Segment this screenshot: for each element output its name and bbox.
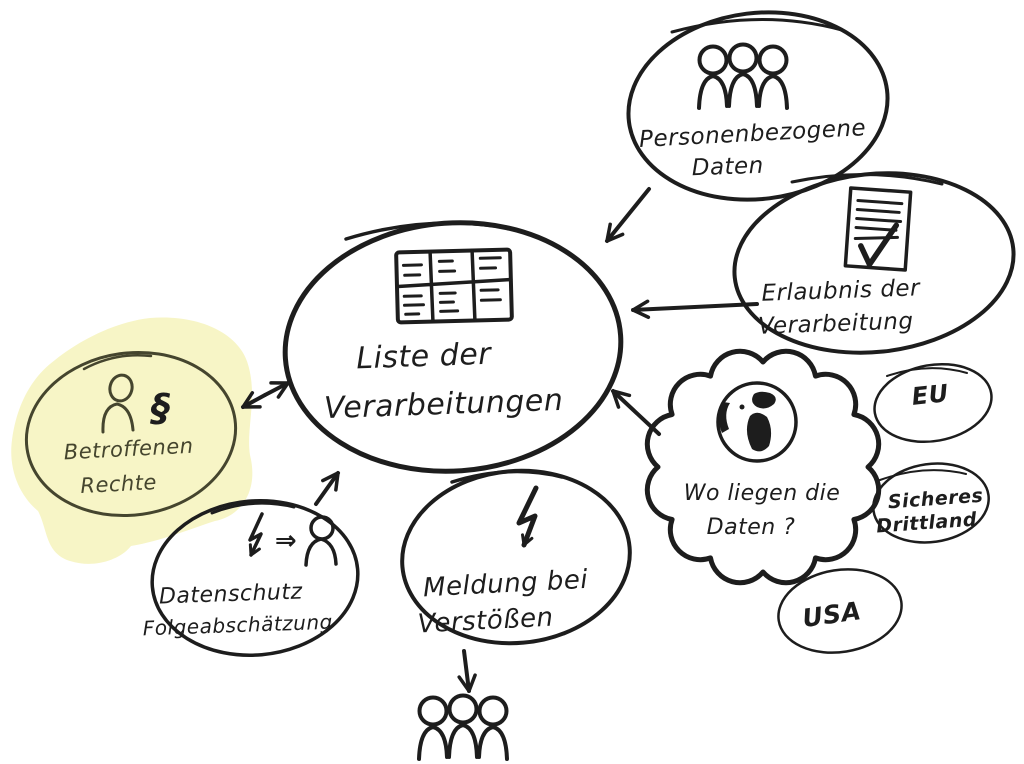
node-ellipse xyxy=(872,462,990,544)
node-label-line1: Meldung bei xyxy=(422,565,589,604)
node-personal-data: Personenbezogene Daten xyxy=(626,10,890,202)
node-label-line2: Rechte xyxy=(80,470,158,498)
node-label-line1: Wo liegen die xyxy=(684,481,841,506)
node-eu: EU xyxy=(873,362,993,444)
connector-arrows xyxy=(241,187,759,693)
arrow-permission-to-list xyxy=(631,299,759,320)
node-ellipse xyxy=(400,468,632,646)
arrow-personal-data-to-list xyxy=(605,187,651,243)
implies-arrow-icon: ⇒ xyxy=(275,526,297,556)
node-usa: USA xyxy=(777,568,903,654)
node-ellipse xyxy=(732,171,1016,355)
arrow-dpia-to-list xyxy=(314,471,340,506)
cloud-shape xyxy=(644,348,882,586)
arrow-rights-list-right xyxy=(263,381,290,399)
sketch-accent-stroke xyxy=(879,469,967,481)
node-label-line2: Verarbeitung xyxy=(758,308,914,339)
node-ellipse xyxy=(873,362,993,444)
node-label-line1: Personenbezogene xyxy=(638,115,866,153)
node-ellipse xyxy=(24,350,238,518)
node-label-line2: Daten ? xyxy=(707,515,796,540)
node-dpia: ⇒ Datenschutz Folgeabschätzung xyxy=(142,499,360,657)
person-icon xyxy=(101,373,135,434)
node-label-line1: Datenschutz xyxy=(159,580,303,610)
document-check-icon xyxy=(843,186,913,272)
node-ellipse xyxy=(777,568,903,654)
node-label: USA xyxy=(801,596,864,633)
table-icon xyxy=(394,247,514,325)
arrow-location-to-list xyxy=(611,389,661,436)
node-label-line1: Erlaubnis der xyxy=(761,275,921,307)
node-label-line2: Verstößen xyxy=(417,602,554,639)
node-label-line2: Daten xyxy=(691,153,764,181)
node-label-line2: Verarbeitungen xyxy=(323,383,563,426)
paragraph-icon: § xyxy=(149,386,171,430)
highlight-blob xyxy=(11,317,253,564)
node-label: EU xyxy=(910,379,950,411)
node-label-line1: Liste der xyxy=(356,337,493,377)
node-ellipse xyxy=(282,220,624,474)
sketch-accent-stroke xyxy=(886,367,968,377)
arrow-breach-to-people xyxy=(457,649,477,693)
globe-icon xyxy=(716,381,798,463)
node-processing-list: Liste der Verarbeitungen xyxy=(282,220,624,474)
sketch-accent-stroke xyxy=(82,354,153,371)
node-safe-third-country: Sicheres Drittland xyxy=(872,462,990,544)
arrow-rights-list-left xyxy=(241,391,267,409)
lightning-icon xyxy=(516,485,539,548)
node-breach-notification: Meldung bei Verstößen xyxy=(400,468,632,646)
sketch-accent-stroke xyxy=(210,501,296,515)
people-group-icon xyxy=(417,693,509,761)
lightning-icon xyxy=(248,512,264,557)
node-data-location: Wo liegen die Daten ? xyxy=(644,348,882,586)
node-permission: Erlaubnis der Verarbeitung xyxy=(732,171,1016,355)
node-ellipse xyxy=(626,10,890,202)
node-label-line2: Folgeabschätzung xyxy=(142,610,333,641)
node-data-subject-rights: § Betroffenen Rechte xyxy=(11,317,253,564)
people-group-icon xyxy=(697,42,789,110)
node-ellipse xyxy=(150,499,360,657)
person-icon xyxy=(304,515,338,567)
